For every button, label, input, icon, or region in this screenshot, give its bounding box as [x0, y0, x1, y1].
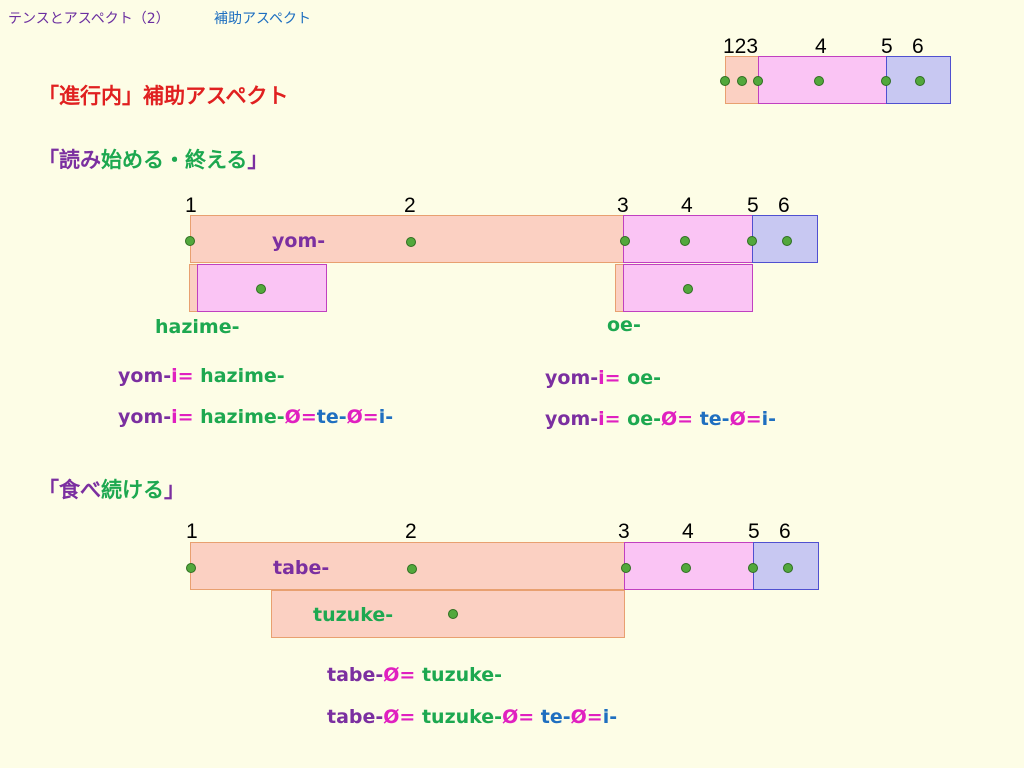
s1-dot-4	[680, 236, 690, 246]
top-dot-1	[720, 76, 730, 86]
s1-num-6: 6	[778, 194, 790, 217]
f-part: yom-	[118, 365, 172, 387]
f-part: Ø=	[729, 408, 762, 430]
s1-sub-left-dot	[256, 284, 266, 294]
top-dot-5	[881, 76, 891, 86]
s2-num-6: 6	[779, 520, 791, 543]
s2-sub-label: tuzuke-	[313, 604, 394, 626]
s1-num-5: 5	[747, 194, 759, 217]
f-part: i=	[598, 408, 621, 430]
top-dot-3	[753, 76, 763, 86]
page-title: 「進行内」補助アスペクト	[38, 84, 289, 108]
section1-bracket-close: 」	[247, 148, 269, 172]
section1-bracket-open: 「	[38, 148, 59, 172]
f-part: i-	[602, 706, 618, 728]
top-dot-6	[915, 76, 925, 86]
top-dot-4	[814, 76, 824, 86]
s1-dot-1	[185, 236, 195, 246]
s2-dot-3	[621, 563, 631, 573]
f-part: te-	[534, 706, 571, 728]
top-num-4: 4	[815, 35, 827, 58]
s2-formula-2: tabe-Ø= tuzuke-Ø= te-Ø=i-	[327, 706, 617, 728]
section1-heading-verb: 読み	[59, 148, 101, 172]
s1-num-4: 4	[681, 194, 693, 217]
s1-sub-right-dot	[683, 284, 693, 294]
top-dot-2	[737, 76, 747, 86]
s2-num-2: 2	[405, 520, 417, 543]
f-part: tuzuke-	[415, 664, 503, 686]
f-part: Ø=	[284, 406, 317, 428]
s1-num-3: 3	[617, 194, 629, 217]
f-part: Ø=	[661, 408, 694, 430]
section1-heading-aux: 始める・終える	[101, 148, 248, 172]
top-num-123: 123	[723, 35, 759, 58]
s1-sub-right-label: oe-	[607, 314, 641, 336]
s1-dot-5	[747, 236, 757, 246]
s2-dot-2	[407, 564, 417, 574]
top-num-6: 6	[912, 35, 924, 58]
s1-formula-right-1: yom-i= oe-	[545, 367, 661, 389]
s1-formula-right-2: yom-i= oe-Ø= te-Ø=i-	[545, 408, 776, 430]
top-num-5: 5	[881, 35, 893, 58]
s2-main-label: tabe-	[273, 557, 330, 579]
f-part: te-	[316, 406, 347, 428]
s2-dot-1	[186, 563, 196, 573]
s2-dot-4	[681, 563, 691, 573]
section2-bracket-close: 」	[164, 478, 185, 502]
s1-dot-3	[620, 236, 630, 246]
section2-bracket-open: 「	[38, 478, 59, 502]
f-part: te-	[693, 408, 730, 430]
f-part: tuzuke-	[415, 706, 503, 728]
s2-formula-1: tabe-Ø= tuzuke-	[327, 664, 502, 686]
f-part: tabe-	[327, 664, 384, 686]
header-left: テンスとアスペクト（2）	[8, 11, 170, 27]
s2-num-5: 5	[748, 520, 760, 543]
s1-main-label: yom-	[272, 230, 326, 252]
f-part: hazime-	[193, 406, 285, 428]
f-part: Ø=	[383, 706, 416, 728]
s1-formula-left-2: yom-i= hazime-Ø=te-Ø=i-	[118, 406, 393, 428]
header-right: 補助アスペクト	[214, 11, 312, 27]
s2-sub-dot	[448, 609, 458, 619]
s2-dot-5	[748, 563, 758, 573]
s2-num-1: 1	[186, 520, 198, 543]
f-part: Ø=	[346, 406, 379, 428]
s2-num-4: 4	[682, 520, 694, 543]
f-part: oe-	[620, 408, 662, 430]
s1-num-2: 2	[404, 194, 416, 217]
s2-dot-6	[783, 563, 793, 573]
s1-dot-2	[406, 237, 416, 247]
f-part: oe-	[620, 367, 662, 389]
s1-num-1: 1	[185, 194, 197, 217]
s1-formula-left-1: yom-i= hazime-	[118, 365, 285, 387]
section2-heading-verb: 食べ	[59, 478, 101, 502]
s2-num-3: 3	[618, 520, 630, 543]
f-part: i=	[171, 365, 194, 387]
f-part: yom-	[545, 408, 599, 430]
f-part: yom-	[118, 406, 172, 428]
f-part: Ø=	[383, 664, 416, 686]
section2-heading-aux: 続ける	[101, 478, 164, 502]
f-part: i-	[378, 406, 394, 428]
f-part: i=	[598, 367, 621, 389]
f-part: i=	[171, 406, 194, 428]
f-part: Ø=	[570, 706, 603, 728]
f-part: tabe-	[327, 706, 384, 728]
section2-heading: 「食べ続ける」	[38, 474, 185, 504]
section1-heading: 「読み始める・終える」	[38, 144, 268, 174]
f-part: hazime-	[193, 365, 285, 387]
f-part: Ø=	[502, 706, 535, 728]
f-part: yom-	[545, 367, 599, 389]
f-part: i-	[761, 408, 777, 430]
s1-dot-6	[782, 236, 792, 246]
s1-sub-left-label: hazime-	[155, 316, 240, 338]
